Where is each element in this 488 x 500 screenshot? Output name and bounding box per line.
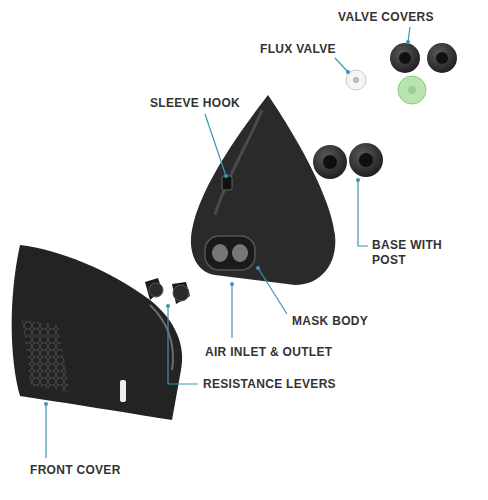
part-label: FLUX VALVE (260, 42, 336, 57)
part-label: BASE WITH POST (372, 238, 452, 268)
mask-body-shape (191, 95, 335, 285)
valve-parts (313, 43, 457, 179)
part-label: MASK BODY (292, 314, 368, 329)
leader-lines (46, 27, 410, 458)
part-label: RESISTANCE LEVERS (203, 377, 336, 392)
part-label: SLEEVE HOOK (150, 96, 240, 111)
part-label: FRONT COVER (30, 463, 121, 478)
part-label: VALVE COVERS (338, 10, 434, 25)
leader-dots (44, 40, 410, 406)
front-cover-shape (12, 245, 182, 420)
resistance-levers-shape (145, 278, 190, 304)
part-label: AIR INLET & OUTLET (205, 345, 332, 360)
